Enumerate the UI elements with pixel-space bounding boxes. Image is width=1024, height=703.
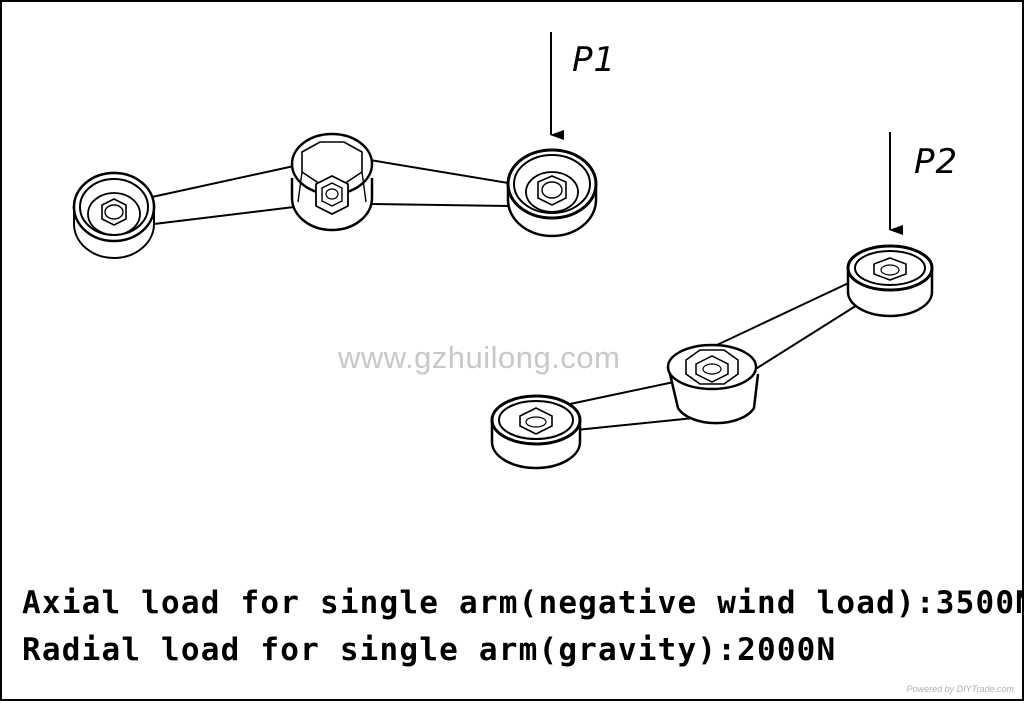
fitting-1-arm-left: [151, 165, 295, 225]
powered-by-footer: Powered by DIYTrade.com: [906, 684, 1014, 694]
fitting-2-boss-middle: [666, 343, 760, 425]
fitting-1-boss-left: [72, 171, 156, 259]
fitting-2-arm-upper: [701, 279, 863, 371]
p1-label: P1: [572, 40, 617, 80]
spider-fitting-1: [72, 132, 598, 259]
watermark-text: www.gzhuilong.com: [338, 340, 621, 375]
radial-load-spec: Radial load for single arm(gravity):2000…: [22, 632, 837, 668]
fitting-2-boss-top: [846, 244, 934, 318]
fitting-1-boss-right: [506, 148, 598, 238]
p2-label: P2: [914, 142, 959, 182]
fitting-1-boss-middle: [290, 132, 374, 232]
spider-fitting-2: [490, 244, 934, 470]
fitting-2-boss-bottom: [490, 394, 582, 470]
fitting-2-arm-lower: [569, 381, 695, 431]
fitting-1-arm-right: [369, 159, 515, 207]
axial-load-spec: Axial load for single arm(negative wind …: [22, 585, 1024, 621]
